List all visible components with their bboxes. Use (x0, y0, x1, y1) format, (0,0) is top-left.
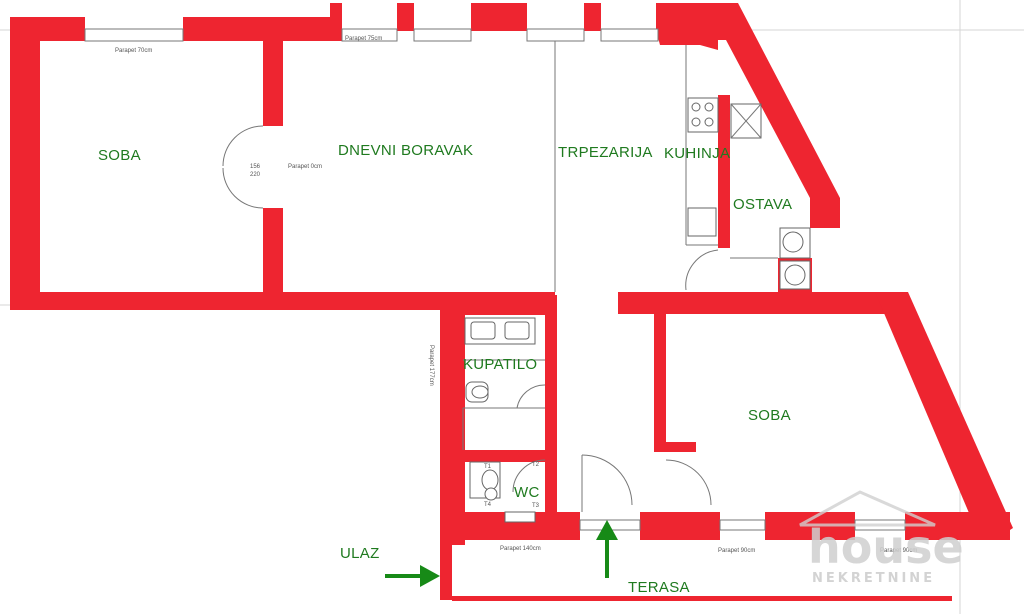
t1-label: T1 (484, 464, 492, 470)
room-labels: SOBA DNEVNI BORAVAK TRPEZARIJA KUHINJA O… (98, 142, 792, 596)
entrance-arrow-icon (385, 565, 440, 587)
parapet-177-label: Parapet 177cm (428, 345, 434, 386)
room-kuhinja: KUHINJA (664, 145, 730, 162)
entrance-label: ULAZ (340, 545, 380, 562)
door-156-label: 156 (250, 164, 261, 170)
room-soba-right: SOBA (748, 407, 791, 424)
watermark-brand: house (808, 520, 964, 574)
watermark-sub: NEKRETNINE (812, 571, 935, 586)
annotations: Parapet 70cm Parapet 75cm Parapet 0cm 15… (115, 36, 917, 554)
parapet-140-label: Parapet 140cm (500, 546, 541, 552)
room-terasa: TERASA (628, 579, 690, 596)
bathroom-fixtures (464, 317, 536, 523)
interior-lines (462, 41, 778, 450)
parapet-90a-label: Parapet 90cm (718, 548, 755, 554)
doors (222, 125, 719, 512)
house-watermark-logo: house NEKRETNINE (799, 490, 964, 586)
room-soba-left: SOBA (98, 147, 141, 164)
walls (10, 3, 1013, 601)
room-dnevni-boravak: DNEVNI BORAVAK (338, 142, 473, 159)
parapet-70-label: Parapet 70cm (115, 48, 152, 54)
door-220-label: 220 (250, 172, 261, 178)
parapet-75-label: Parapet 75cm (345, 36, 382, 42)
ostava-fixtures (779, 227, 811, 290)
room-kupatilo: KUPATILO (463, 356, 537, 373)
parapet-90b-label: Parapet 90cm (880, 548, 917, 554)
parapet-0-label: Parapet 0cm (288, 164, 322, 170)
room-wc: WC (514, 484, 540, 501)
t2-label: T2 (532, 462, 540, 468)
room-trpezarija: TRPEZARIJA (558, 144, 653, 161)
kitchen-fixtures (687, 97, 762, 237)
t3-label: T3 (532, 503, 540, 509)
t4-label: T4 (484, 502, 492, 508)
room-ostava: OSTAVA (733, 196, 792, 213)
terrace-arrow-icon (596, 520, 618, 578)
